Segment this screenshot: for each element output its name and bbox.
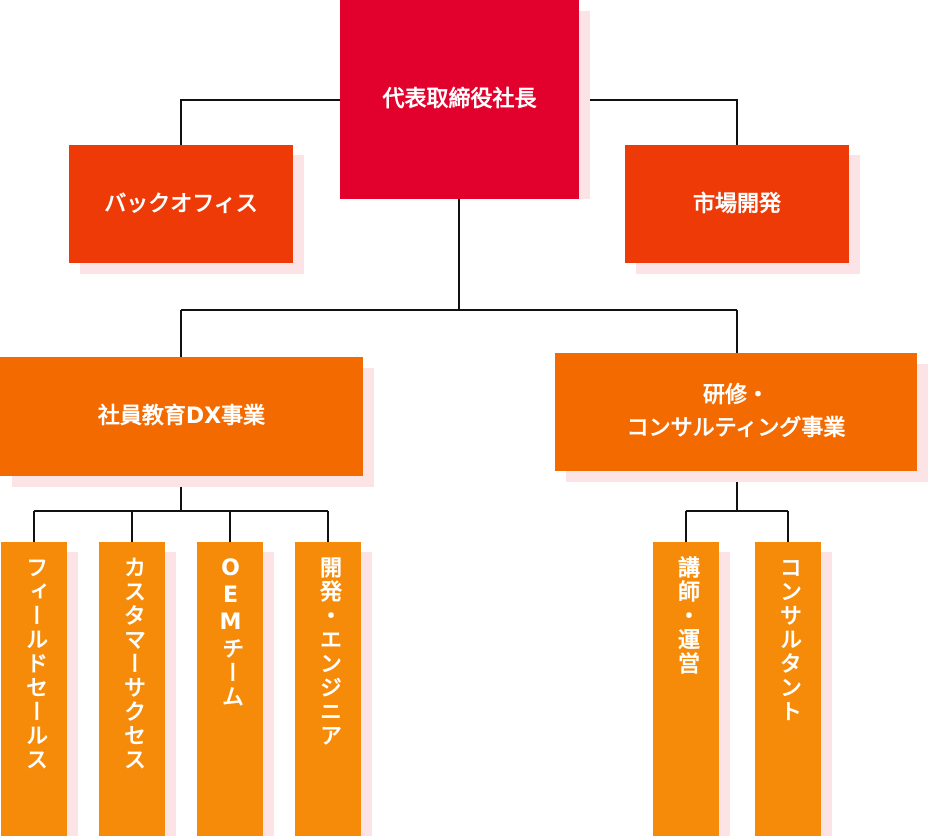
connector-ceo-backoffice <box>180 99 340 145</box>
consulting-business-box: 研修・ コンサルティング事業 <box>555 353 917 471</box>
team-label-consultant: コンサルタント <box>776 556 801 724</box>
connector-ceo-market <box>579 99 738 145</box>
team-label-oem: OEMチーム <box>218 556 243 709</box>
back-office-box: バックオフィス <box>69 145 293 263</box>
team-label-customer-success: カスタマーサクセス <box>120 556 145 772</box>
team-box-field-sales: フィールドセールス <box>1 542 67 836</box>
team-label-instructor: 講師・運営 <box>674 556 699 676</box>
team-label-field-sales: フィールドセールス <box>22 556 47 772</box>
team-box-oem: OEMチーム <box>197 542 263 836</box>
market-development-box: 市場開発 <box>625 145 849 263</box>
dx-business-box: 社員教育DX事業 <box>0 357 363 476</box>
team-label-development: 開発・エンジニア <box>316 556 341 748</box>
ceo-label: 代表取締役社長 <box>382 87 537 112</box>
ceo-box: 代表取締役社長 <box>340 0 579 199</box>
back-office-label: バックオフィス <box>104 191 258 217</box>
team-box-customer-success: カスタマーサクセス <box>99 542 165 836</box>
dx-business-label: 社員教育DX事業 <box>97 404 266 429</box>
team-box-development: 開発・エンジニア <box>295 542 361 836</box>
consulting-business-label: 研修・ コンサルティング事業 <box>626 383 846 441</box>
market-development-label: 市場開発 <box>692 191 781 217</box>
team-box-consultant: コンサルタント <box>755 542 821 836</box>
team-box-instructor: 講師・運営 <box>653 542 719 836</box>
